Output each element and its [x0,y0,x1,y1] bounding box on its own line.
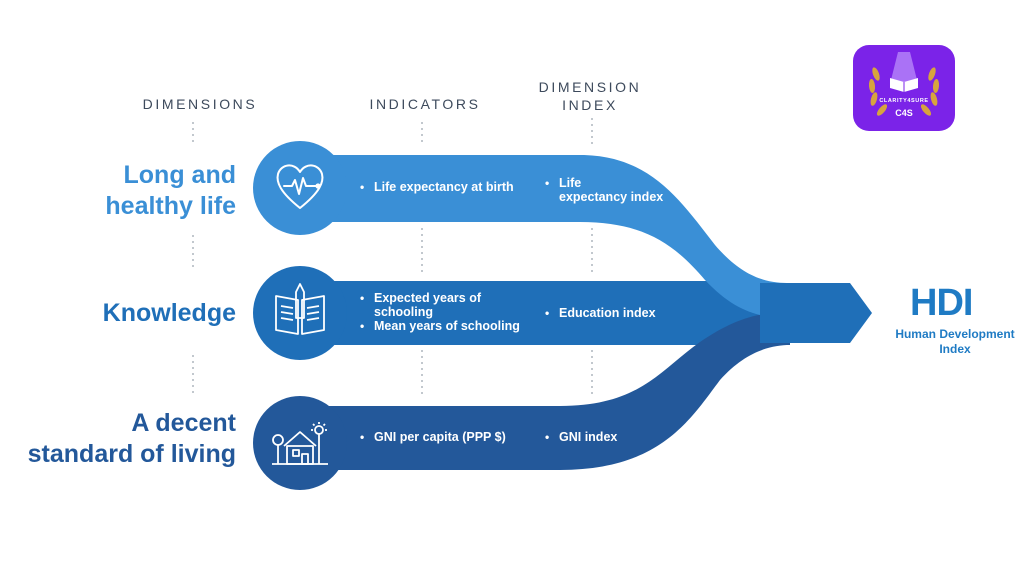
indicators-knowledge: Expected years of schooling Mean years o… [360,291,520,333]
laurel-wreath-icon [868,67,940,116]
dimension-knowledge: Knowledge [103,298,236,329]
guide-lines [192,118,593,395]
header-dimension-index: DIMENSION INDEX [510,78,670,114]
book-light-icon [890,52,918,92]
dimension-living-line1: A decent [131,409,236,437]
hdi-subtitle-line2: Index [939,342,971,356]
heart-pulse-icon [276,164,324,209]
dimension-knowledge-line1: Knowledge [102,299,236,327]
index-item-line2: expectancy index [559,190,664,204]
dimension-living: A decent standard of living [28,408,236,470]
index-item: Education index [545,306,656,320]
index-knowledge: Education index [545,306,656,320]
flow-band-health [300,155,790,318]
indicator-item: Expected years of schooling [360,291,520,319]
index-item-line1: Life [559,176,582,190]
indicator-item: GNI per capita (PPP $) [360,430,506,444]
hdi-subtitle-line1: Human Development [895,327,1015,341]
dimension-living-line2: standard of living [27,440,236,468]
brand-badge [853,45,955,131]
badge-short: C4S [895,108,913,118]
index-health: Life expectancy index [545,176,663,204]
header-dimensions: DIMENSIONS [142,96,258,112]
indicators-living: GNI per capita (PPP $) [360,430,506,444]
hdi-title: HDI [910,282,973,324]
dimension-health-line1: Long and [123,161,236,189]
index-living: GNI index [545,430,617,444]
header-dimension-index-line1: DIMENSION [538,79,642,95]
hdi-subtitle: Human Development Index [880,327,1024,357]
indicator-item-line1: Expected years of [374,291,481,305]
house-icon [272,422,328,465]
circle-living [253,396,347,490]
index-item: GNI index [545,430,617,444]
indicator-item: Life expectancy at birth [360,180,514,194]
header-indicators: INDICATORS [369,96,481,112]
indicator-item-line2: schooling [374,305,434,319]
dimension-health-line2: healthy life [105,192,236,220]
header-dimension-index-line2: INDEX [562,97,618,113]
circle-knowledge [253,266,347,360]
badge-brand: CLARITY4SURE [879,98,929,104]
open-book-icon [275,283,325,335]
hdi-arrow-head [760,283,872,343]
index-item: Life expectancy index [545,176,663,204]
indicator-item: Mean years of schooling [360,319,520,333]
indicators-health: Life expectancy at birth [360,180,514,194]
dimension-health: Long and healthy life [105,160,236,222]
